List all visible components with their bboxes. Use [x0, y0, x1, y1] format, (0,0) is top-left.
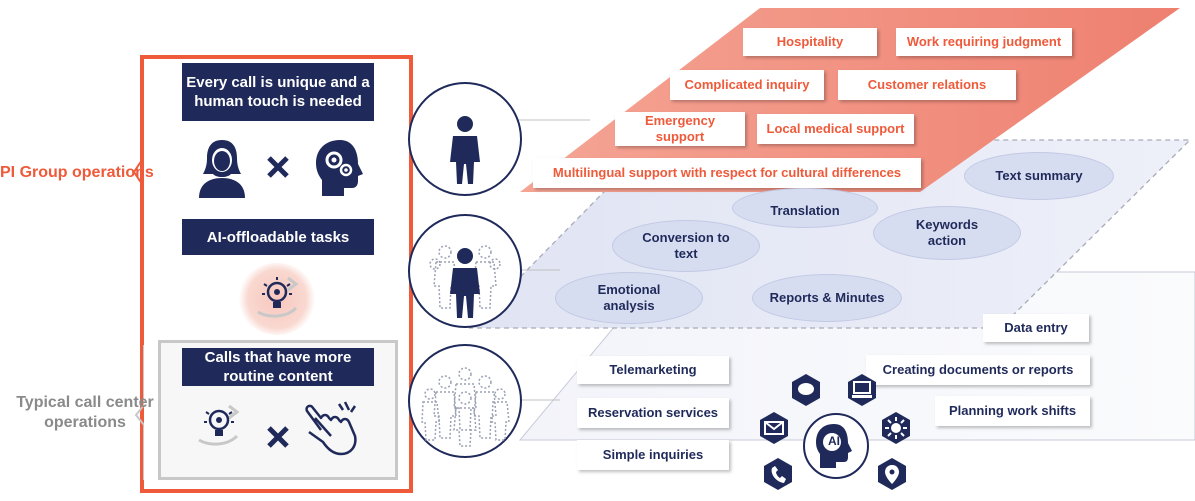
tag-local-medical-support: Local medical support	[757, 114, 914, 144]
single-person-circle	[408, 82, 522, 196]
human-touch-heading: Every call is unique and a human touch i…	[182, 63, 374, 121]
person-icon	[450, 116, 480, 184]
multiply-icon-2	[267, 426, 289, 448]
tag-work-requiring-judgment: Work requiring judgment	[896, 28, 1072, 56]
ai-offloadable-heading: AI-offloadable tasks	[182, 219, 374, 255]
team-icon	[429, 245, 501, 318]
team-circle	[408, 214, 522, 328]
typical-label: Typical call center operations	[16, 394, 154, 431]
tag-simple-inquiries: Simple inquiries	[577, 440, 729, 470]
ellipse-text-summary: Text summary	[964, 152, 1114, 200]
lightbulb-icon	[257, 276, 299, 318]
routine-calls-heading: Calls that have more routine content	[182, 348, 374, 386]
tag-emergency-support: Emergency support	[615, 112, 745, 146]
crowd-circle	[408, 344, 522, 458]
ellipse-emotional-analysis: Emotional analysis	[555, 272, 703, 324]
ellipse-conversion-to-text: Conversion to text	[612, 220, 760, 272]
woman-icon	[199, 140, 245, 198]
pi-group-label: PI Group operations	[0, 164, 154, 181]
tag-hospitality: Hospitality	[743, 28, 877, 56]
brackets	[132, 60, 144, 480]
phone-hex	[764, 458, 792, 490]
tag-multilingual-support: Multilingual support with respect for cu…	[533, 158, 921, 188]
head-gears-icon	[316, 140, 363, 196]
crowd-icon	[421, 367, 510, 447]
computer-hex	[848, 374, 876, 406]
ellipse-translation: Translation	[732, 188, 878, 228]
tag-data-entry: Data entry	[983, 314, 1089, 342]
tag-complicated-inquiry: Complicated inquiry	[670, 70, 824, 100]
tap-hand-icon	[305, 401, 357, 456]
tag-planning-work-shifts: Planning work shifts	[935, 396, 1090, 426]
tag-reservation-services: Reservation services	[577, 398, 729, 428]
ellipse-reports-minutes: Reports & Minutes	[752, 274, 902, 322]
lightbulb-small-icon	[198, 404, 240, 446]
tag-customer-relations: Customer relations	[838, 70, 1016, 100]
tag-creating-documents: Creating documents or reports	[866, 355, 1090, 385]
ai-hub	[760, 374, 910, 490]
bulb-glow	[238, 263, 316, 335]
multiply-icon	[267, 156, 289, 178]
tag-telemarketing: Telemarketing	[577, 356, 729, 384]
ellipse-keywords-action: Keywords action	[873, 206, 1021, 260]
ai-hub-label: AI	[828, 434, 840, 448]
